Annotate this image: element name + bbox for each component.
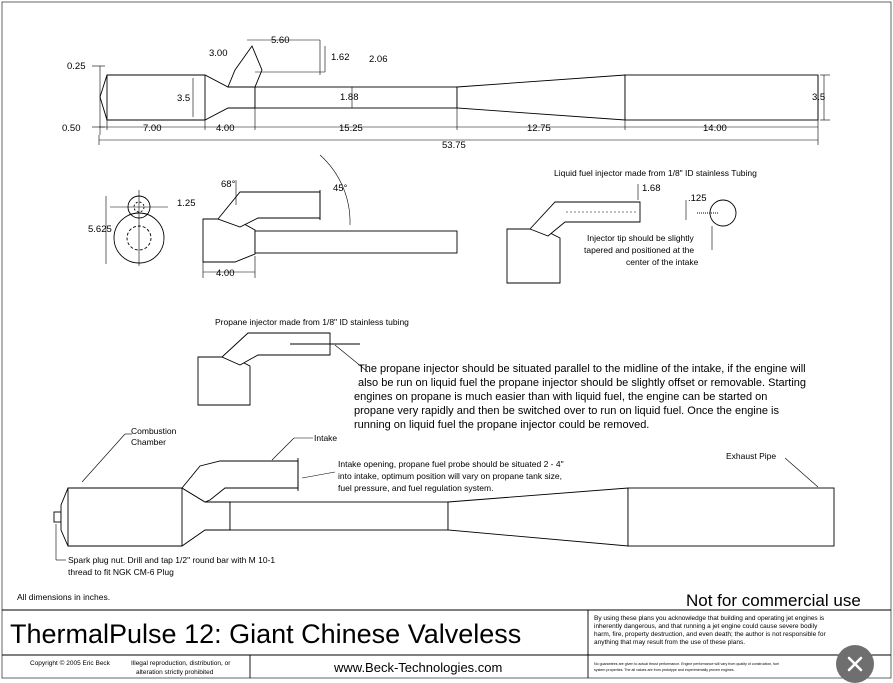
end-view: 5.625 [88,190,168,266]
dim-4-00-side: 4.00 [216,268,235,279]
dim-3-00: 3.00 [209,48,228,59]
dim-53-75: 53.75 [442,140,466,151]
liquid-injector-title: Liquid fuel injector made from 1/8" ID s… [554,168,757,178]
dim-1-68: 1.68 [642,183,661,194]
spark-plug-note-line-2: thread to fit NGK CM-6 Plug [68,567,174,577]
title-block: All dimensions in inches. Not for commer… [2,591,891,678]
liquid-note-line-2: tapered and positioned at the [584,245,694,255]
intake-note-line-1: Intake opening, propane fuel probe shoul… [338,459,564,469]
dim-3-5-right: 3.5 [812,92,825,103]
intake-note-line-3: fuel pressure, and fuel regulation syste… [338,483,493,493]
propane-note-line-2: also be run on liquid fuel the propane i… [358,377,806,389]
website: www.Beck-Technologies.com [333,660,502,675]
top-view-intake-tube [227,45,263,88]
commercial-notice: Not for commercial use [686,591,861,610]
dim-15-25: 15.25 [339,123,363,134]
dim-12-75: 12.75 [527,123,551,134]
liquid-note-line-1: Injector tip should be slightly [587,233,695,243]
intake-label: Intake [314,433,337,443]
illegal-line-1: Illegal reproduction, distribution, or [131,660,231,667]
dim-7-00: 7.00 [143,123,162,134]
dim-1-88: 1.88 [340,92,359,103]
copyright: Copyright © 2005 Eric Beck [30,659,111,667]
angle-68: 68° [221,179,236,190]
combustion-chamber-label-1: Combustion [131,426,177,436]
dim-5-60: 5.60 [271,35,290,46]
dim-2-06: 2.06 [369,54,388,65]
guarantee-line-2: system properties. The all values are fr… [594,668,735,672]
units-note: All dimensions in inches. [17,592,110,602]
propane-note-line-1: The propane injector should be situated … [358,363,806,375]
liquid-note-line-3: center of the intake [626,257,699,267]
disclaimer-line-1: By using these plans you acknowledge tha… [594,615,825,622]
dim-4-00: 4.00 [216,123,235,134]
illegal-line-2: alteration strictly prohibited [136,669,214,676]
close-button[interactable] [836,645,874,683]
dim-3-5-left: 3.5 [177,93,190,104]
angle-45: 45° [333,183,348,194]
dim-0-50: 0.50 [62,123,81,134]
exhaust-pipe-label: Exhaust Pipe [726,451,776,461]
spark-plug-note-line-1: Spark plug nut. Drill and tap 1/2" round… [68,555,275,565]
propane-injector-detail: Propane injector made from 1/8" ID stain… [197,317,806,431]
dim-125: .125 [688,193,707,204]
propane-note-line-4: propane very rapidly and then be switche… [354,405,779,417]
dim-1-25: 1.25 [177,198,196,209]
disclaimer-line-2: inherently dangerous, and that running a… [594,623,818,630]
top-view-exhaust [624,74,819,121]
assembly-view: Combustion Chamber Intake Exhaust Pipe I… [53,426,835,577]
propane-note-line-3: engines on propane is much easier than w… [354,391,767,403]
plan-title: ThermalPulse 12: Giant Chinese Valveless [10,619,521,649]
dim-0-25: 0.25 [67,61,86,72]
guarantee-line-1: No guarantees are given to actual thrust… [594,662,779,666]
combustion-chamber-label-2: Chamber [131,437,166,447]
dim-14-00: 14.00 [703,123,727,134]
disclaimer-line-4: anything that may result from the use of… [594,639,745,646]
liquid-injector-detail: Liquid fuel injector made from 1/8" ID s… [506,168,757,284]
side-view: 68° 45° 1.25 4.00 [177,154,458,279]
propane-note-line-5: running on liquid fuel the propane injec… [354,419,649,431]
disclaimer-line-3: harm, fire, property destruction, and ev… [594,631,826,638]
close-icon [847,656,863,672]
top-view-taper [456,74,626,121]
dim-1-62: 1.62 [331,52,350,63]
propane-injector-title: Propane injector made from 1/8" ID stain… [215,317,409,327]
dim-5-625: 5.625 [88,224,112,235]
intake-note-line-2: into intake, optimum position will vary … [338,471,562,481]
top-view: 0.25 0.50 3.00 5.60 1.62 2.06 3.5 1.88 3… [62,35,830,151]
